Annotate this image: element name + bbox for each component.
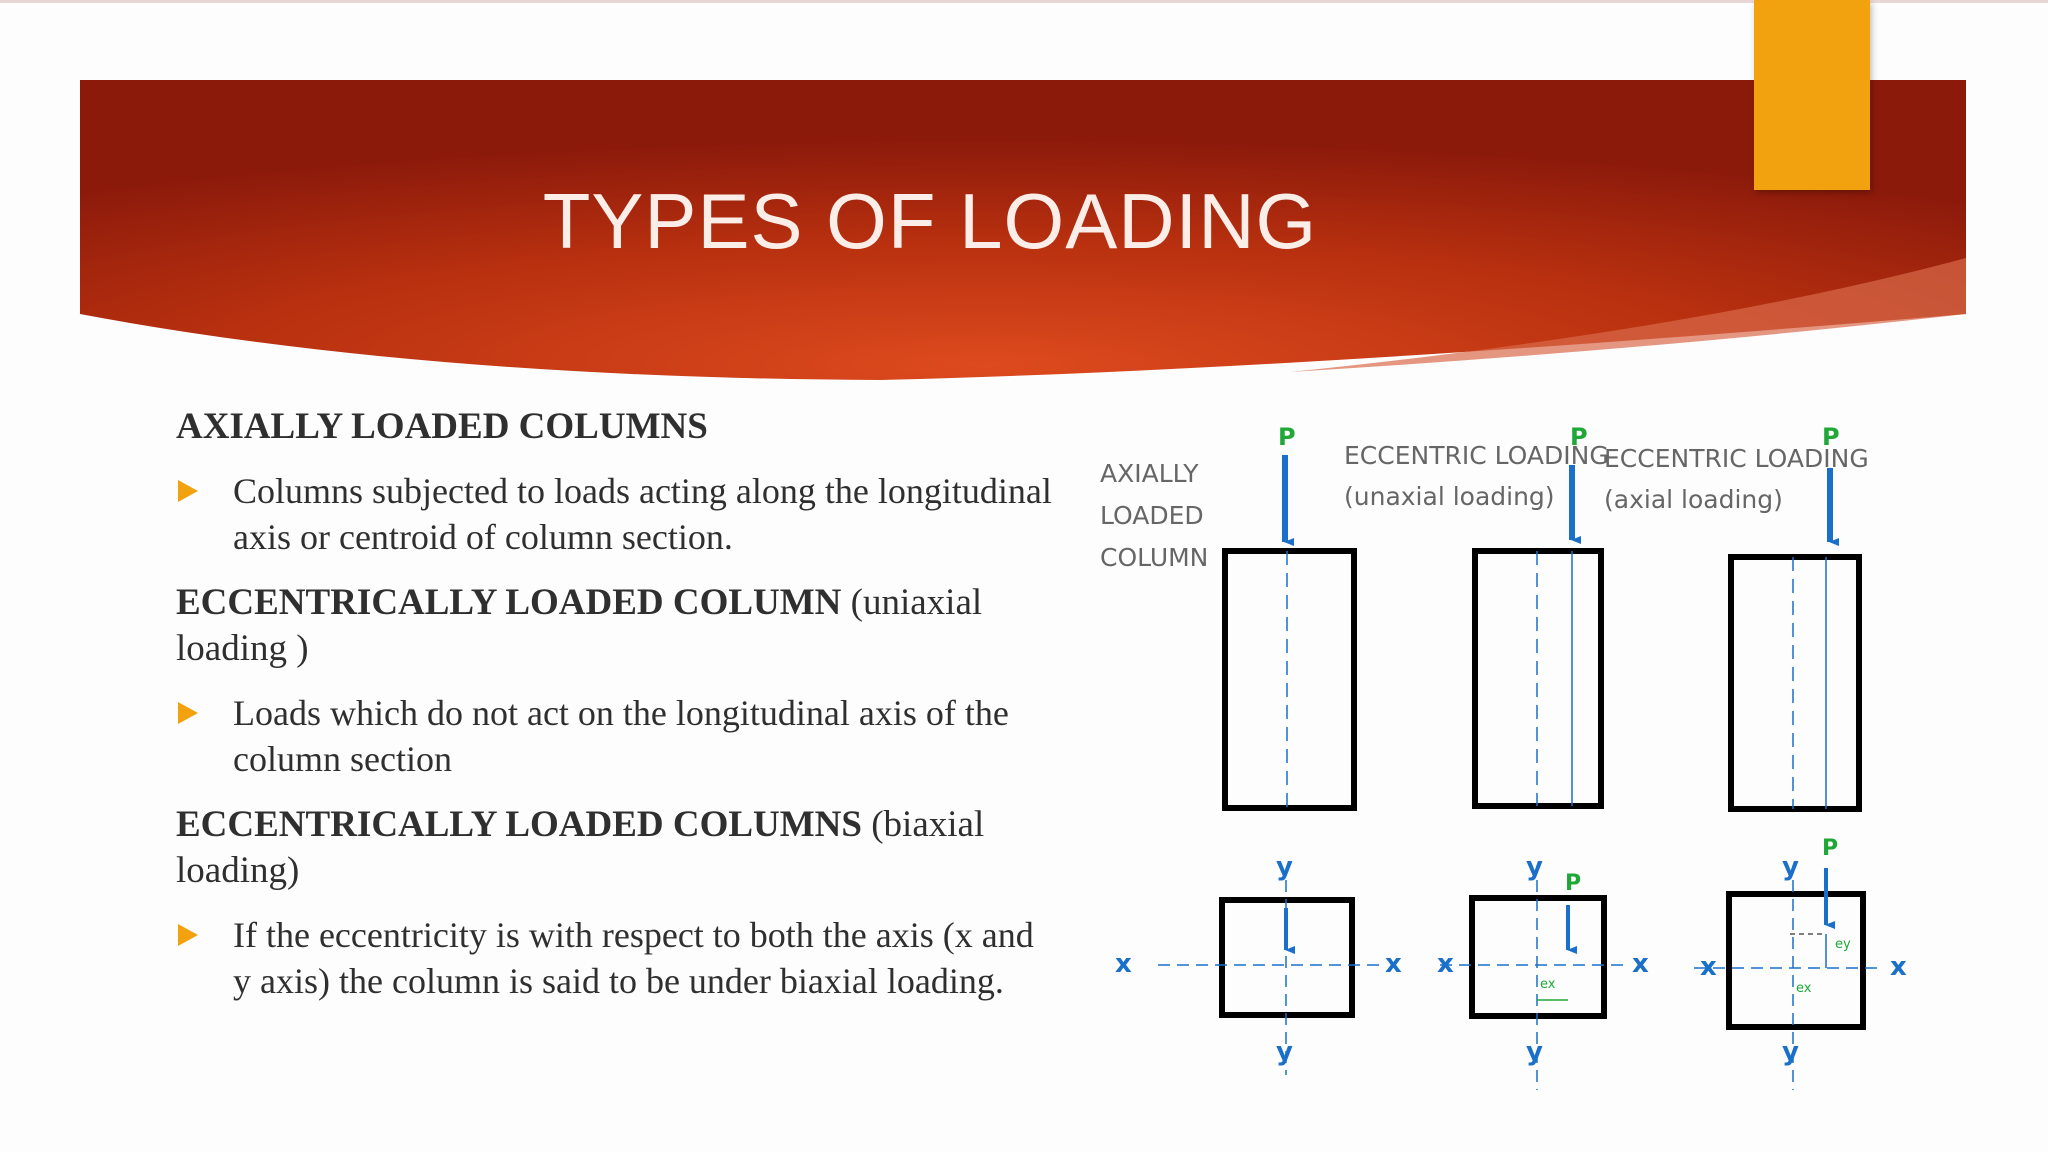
section-heading-biaxial: ECCENTRICALLY LOADED COLUMNS (biaxial lo… — [176, 804, 985, 891]
bullet-axial: Columns subjected to loads acting along … — [176, 468, 1056, 560]
column-axial: P y x x y — [1115, 423, 1402, 1075]
svg-text:LOADED: LOADED — [1100, 501, 1204, 530]
column-loading-diagram: AXIALLY LOADED COLUMN ECCENTRIC LOADING … — [1100, 423, 1907, 1090]
x-axis-label: x — [1437, 949, 1454, 979]
caption-eccentric-biaxial: ECCENTRIC LOADING (axial loading) — [1604, 444, 1869, 514]
caption-eccentric-uniaxial: ECCENTRIC LOADING (unaxial loading) — [1344, 441, 1609, 511]
column-section — [1219, 897, 1355, 1018]
column-section — [1726, 891, 1866, 1030]
y-axis-label: y — [1276, 1037, 1293, 1067]
svg-text:ECCENTRIC LOADING: ECCENTRIC LOADING — [1344, 441, 1609, 470]
bullet-arrow-icon — [178, 480, 198, 502]
bullet-biaxial: If the eccentricity is with respect to b… — [176, 912, 1056, 1004]
y-axis-label: y — [1782, 852, 1799, 882]
load-label: P — [1822, 423, 1840, 451]
section-heading-uniaxial: ECCENTRICALLY LOADED COLUMN (uniaxial lo… — [176, 582, 983, 669]
load-label: P — [1565, 871, 1581, 896]
bullet-arrow-icon — [178, 702, 198, 724]
top-border-line — [0, 0, 2048, 3]
load-label: P — [1278, 423, 1296, 451]
x-axis-label: x — [1115, 949, 1132, 979]
svg-text:COLUMN: COLUMN — [1100, 543, 1208, 572]
ecc-x-label: ex — [1796, 981, 1812, 996]
column-elevation — [1472, 548, 1604, 809]
x-axis-label: x — [1385, 949, 1402, 979]
accent-tab — [1754, 0, 1870, 190]
y-axis-label: y — [1782, 1037, 1799, 1067]
bullet-arrow-icon — [178, 924, 198, 946]
column-elevation — [1222, 548, 1357, 811]
column-uniaxial: P y P ex x x y — [1437, 423, 1649, 1090]
x-axis-label: x — [1700, 952, 1717, 982]
title-banner — [80, 80, 1966, 380]
svg-text:ECCENTRIC LOADING: ECCENTRIC LOADING — [1604, 444, 1869, 473]
caption-axially-loaded: AXIALLY LOADED COLUMN — [1100, 459, 1208, 572]
y-axis-label: y — [1526, 1037, 1543, 1067]
load-label: P — [1570, 423, 1588, 451]
ecc-x-label: ex — [1540, 977, 1556, 992]
load-label: P — [1822, 836, 1838, 861]
column-section — [1469, 895, 1607, 1019]
y-axis-label: y — [1526, 852, 1543, 882]
column-elevation — [1728, 554, 1862, 812]
section-heading-axial: AXIALLY LOADED COLUMNS — [176, 406, 708, 447]
x-axis-label: x — [1632, 949, 1649, 979]
y-axis-label: y — [1276, 852, 1293, 882]
svg-text:AXIALLY: AXIALLY — [1100, 459, 1199, 488]
slide-title: TYPES OF LOADING — [542, 177, 1318, 265]
slide-content: AXIALLY LOADED COLUMNS Columns subjected… — [176, 404, 1056, 1024]
svg-text:(axial loading): (axial loading) — [1604, 485, 1783, 514]
svg-text:(unaxial loading): (unaxial loading) — [1344, 482, 1555, 511]
column-biaxial: P y P ey ex x x y — [1694, 423, 1907, 1090]
x-axis-label: x — [1890, 952, 1907, 982]
bullet-uniaxial: Loads which do not act on the longitudin… — [176, 690, 1056, 782]
ecc-y-label: ey — [1835, 937, 1851, 952]
